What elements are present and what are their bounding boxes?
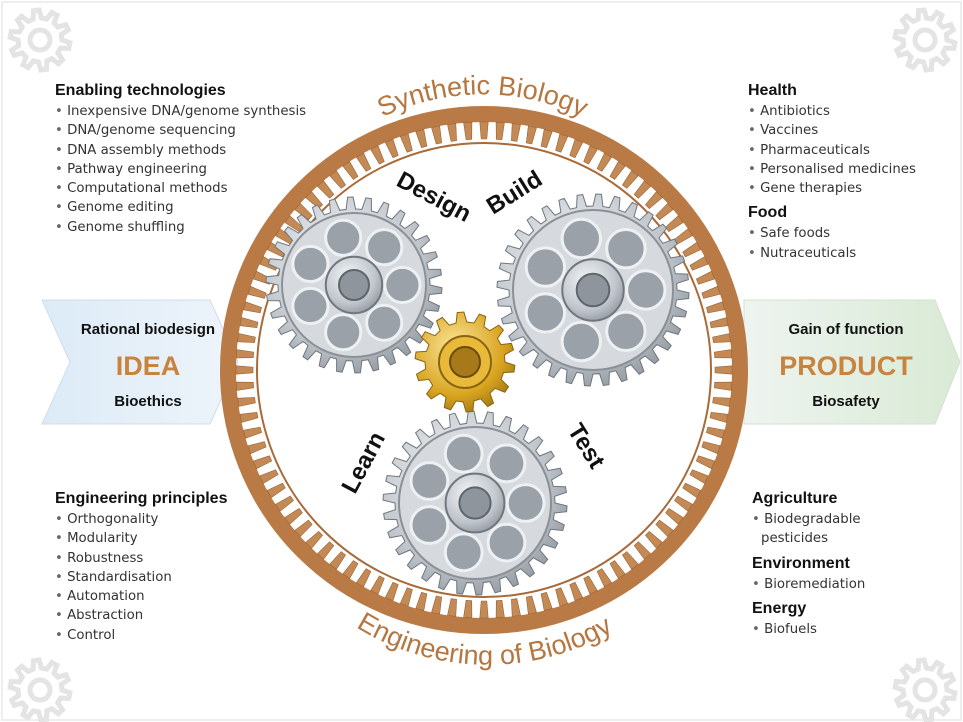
list-item: Standardisation bbox=[55, 568, 227, 587]
list-item: DNA assembly methods bbox=[55, 141, 306, 160]
list-item: Control bbox=[55, 626, 227, 645]
list-item: Biofuels bbox=[752, 620, 865, 639]
food-title: Food bbox=[748, 204, 788, 222]
idea-main-label: IDEA bbox=[116, 351, 181, 381]
list-item: Safe foods bbox=[748, 224, 916, 243]
list-item: Nutraceuticals bbox=[748, 244, 916, 263]
list-item: Robustness bbox=[55, 549, 227, 568]
list-item: Genome shuffling bbox=[55, 218, 306, 237]
applications-bottom-panel: Agriculture Biodegradable pesticides Env… bbox=[752, 490, 865, 645]
agriculture-title: Agriculture bbox=[752, 490, 838, 507]
product-bottom-label: Biosafety bbox=[812, 393, 880, 410]
principles-list: Orthogonality Modularity Robustness Stan… bbox=[55, 510, 227, 645]
list-item: Genome editing bbox=[55, 198, 306, 217]
central-gold-gear bbox=[414, 311, 516, 413]
list-item: Automation bbox=[55, 587, 227, 606]
design-gear bbox=[265, 196, 443, 374]
applications-top-panel: Health Antibiotics Vaccines Pharmaceutic… bbox=[748, 82, 916, 269]
list-item: Personalised medicines bbox=[748, 160, 916, 179]
list-item: pesticides bbox=[761, 531, 829, 547]
enabling-technologies-panel: Enabling technologies Inexpensive DNA/ge… bbox=[55, 82, 306, 243]
product-top-label: Gain of function bbox=[789, 321, 904, 338]
list-item: Modularity bbox=[55, 529, 227, 548]
build-gear bbox=[496, 193, 690, 387]
energy-list: Biofuels bbox=[752, 620, 865, 639]
list-item: Bioremediation bbox=[752, 575, 865, 594]
idea-top-label: Rational biodesign bbox=[81, 321, 215, 338]
list-item: Inexpensive DNA/genome synthesis bbox=[55, 102, 306, 121]
environment-title: Environment bbox=[752, 554, 850, 572]
list-item: Biodegradable bbox=[752, 510, 865, 529]
idea-arrow bbox=[41, 299, 239, 425]
corner-gears bbox=[7, 7, 958, 722]
enabling-title: Enabling technologies bbox=[55, 82, 226, 99]
list-item: DNA/genome sequencing bbox=[55, 121, 306, 140]
health-title: Health bbox=[748, 82, 797, 99]
list-item: Abstraction bbox=[55, 606, 227, 625]
energy-title: Energy bbox=[752, 599, 807, 617]
enabling-list: Inexpensive DNA/genome synthesis DNA/gen… bbox=[55, 102, 306, 237]
list-item: Computational methods bbox=[55, 179, 306, 198]
environment-list: Bioremediation bbox=[752, 575, 865, 594]
health-list: Antibiotics Vaccines Pharmaceuticals Per… bbox=[748, 102, 916, 198]
idea-bottom-label: Bioethics bbox=[114, 393, 182, 410]
list-item: Antibiotics bbox=[748, 102, 916, 121]
learn-test-gear bbox=[382, 410, 568, 596]
engineering-principles-panel: Engineering principles Orthogonality Mod… bbox=[55, 490, 227, 651]
product-main-label: PRODUCT bbox=[779, 351, 913, 381]
list-item: Orthogonality bbox=[55, 510, 227, 529]
list-item: Pharmaceuticals bbox=[748, 141, 916, 160]
list-item: Vaccines bbox=[748, 121, 916, 140]
food-list: Safe foods Nutraceuticals bbox=[748, 224, 916, 263]
principles-title: Engineering principles bbox=[55, 490, 228, 507]
agriculture-list: Biodegradable pesticides bbox=[752, 510, 865, 549]
list-item: Pathway engineering bbox=[55, 160, 306, 179]
list-item: Gene therapies bbox=[748, 179, 916, 198]
